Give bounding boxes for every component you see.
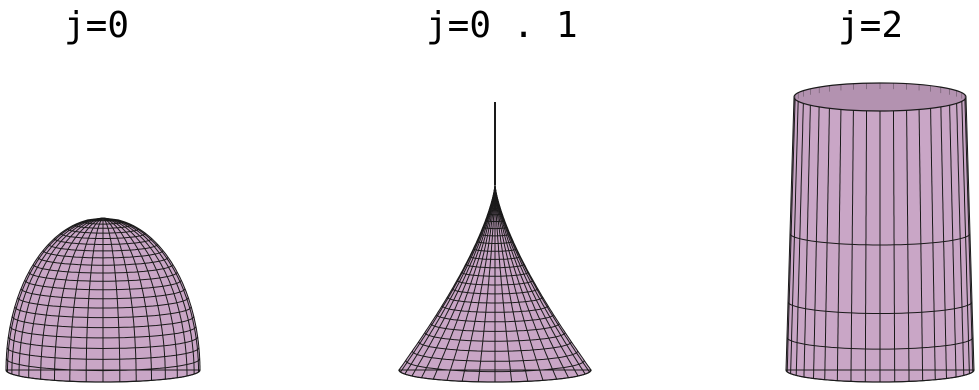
spike-ring xyxy=(485,220,505,222)
spike-meridian xyxy=(421,184,496,378)
spike-meridian xyxy=(411,184,496,377)
spike-surface xyxy=(398,102,592,383)
panel-label-j2: j=2 xyxy=(838,5,904,46)
dome-ring xyxy=(32,264,174,274)
dome-base-edge xyxy=(5,369,201,383)
dome-meridian xyxy=(28,217,104,378)
dome-ring xyxy=(6,347,200,360)
spike-ring xyxy=(405,360,585,373)
spike-meridian xyxy=(494,185,513,382)
cylinder-ring xyxy=(786,337,974,350)
cylinder-ring xyxy=(789,233,971,246)
dome-ring xyxy=(60,233,146,239)
dome-ring xyxy=(81,221,125,225)
cylinder-surface xyxy=(785,82,975,383)
dome-meridian xyxy=(102,217,188,376)
cylinder-base-edge xyxy=(785,369,975,383)
spike-ring xyxy=(411,350,579,362)
dome-surface xyxy=(5,217,201,383)
spike-meridian xyxy=(494,184,544,381)
dome-meridian xyxy=(18,217,104,376)
dome-ring xyxy=(90,218,116,222)
cylinder-ring xyxy=(787,301,973,314)
dome-ring xyxy=(7,336,199,350)
spike-ring xyxy=(446,296,544,304)
dome-meridian xyxy=(102,217,137,382)
dome-ring xyxy=(14,306,192,319)
dome-ring xyxy=(66,228,140,234)
dome-ring xyxy=(11,316,195,329)
dome-meridian xyxy=(40,217,104,380)
spike-ring xyxy=(465,263,525,269)
dome-meridian xyxy=(102,217,152,381)
dome-ring xyxy=(48,244,158,252)
spike-ring xyxy=(424,332,566,342)
dome-ring xyxy=(5,358,201,372)
dome-ring xyxy=(73,224,133,229)
dome-ring xyxy=(20,288,186,300)
dome-meridian xyxy=(102,217,199,373)
dome-meridian xyxy=(102,217,178,378)
dome-meridian xyxy=(102,217,166,380)
spike-meridian xyxy=(494,184,529,382)
dome-meridian xyxy=(7,217,104,373)
spike-ring xyxy=(451,288,539,295)
spike-ring xyxy=(482,226,508,230)
spike-ring xyxy=(418,341,572,352)
dome-ring xyxy=(17,297,189,309)
dome-meridian xyxy=(69,217,104,382)
spike-ring xyxy=(487,213,503,216)
dome-meridian xyxy=(102,217,195,375)
dome-meridian xyxy=(11,217,104,375)
dome-ring xyxy=(37,257,169,266)
dome-meridian xyxy=(85,217,104,382)
spike-meridian xyxy=(477,185,496,382)
spike-ring xyxy=(461,271,529,277)
dome-ring xyxy=(24,279,182,291)
spike-base-edge xyxy=(398,369,592,383)
spike-ring xyxy=(476,241,514,244)
spike-meridian xyxy=(404,184,496,375)
dome-meridian xyxy=(54,217,104,381)
spike-ring xyxy=(469,256,521,260)
panel-label-j0: j=0 xyxy=(64,5,130,46)
dome-meridian xyxy=(102,217,121,382)
spike-ring xyxy=(473,248,517,252)
spike-meridian xyxy=(494,184,579,377)
spike-ring xyxy=(441,305,549,313)
dome-ring xyxy=(28,271,178,282)
dome-ring xyxy=(53,238,153,245)
spike-ring xyxy=(430,323,560,332)
panel-label-j01: j=0 . 1 xyxy=(426,5,578,46)
spike-ring xyxy=(436,314,554,323)
spike-ring xyxy=(479,233,511,237)
spike-ring xyxy=(456,280,534,286)
spike-meridian xyxy=(494,184,558,380)
spike-meridian xyxy=(432,184,496,380)
spike-ring xyxy=(489,207,501,209)
spike-meridian xyxy=(461,184,496,382)
spike-meridian xyxy=(446,184,496,381)
dome-ring xyxy=(9,326,197,339)
spike-meridian xyxy=(494,184,590,373)
spike-meridian xyxy=(494,184,569,378)
dome-ring xyxy=(42,250,164,259)
